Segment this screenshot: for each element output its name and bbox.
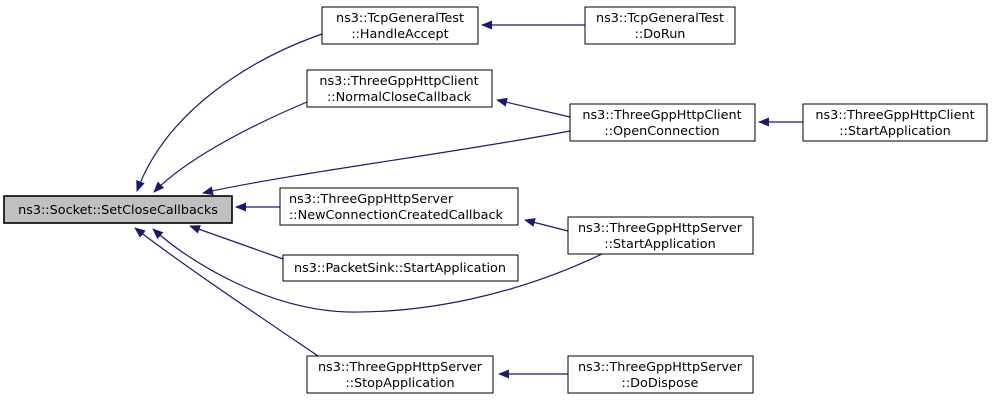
- node-label: ::DoRun: [635, 27, 686, 42]
- node-label: ::StartApplication: [839, 124, 950, 139]
- node-box[interactable]: [282, 254, 519, 282]
- node-label: ns3::ThreeGppHttpClient: [582, 108, 741, 123]
- node-label: ns3::ThreeGppHttpClient: [319, 74, 478, 89]
- node-box[interactable]: [802, 103, 988, 142]
- node-stop-application[interactable]: ns3::ThreeGppHttpServer ::StopApplicatio…: [306, 355, 494, 394]
- node-label: ns3::ThreeGppHttpServer: [289, 192, 454, 207]
- node-box[interactable]: [584, 6, 736, 45]
- node-client-start-application[interactable]: ns3::ThreeGppHttpClient ::StartApplicati…: [802, 103, 988, 142]
- edge-open-connection-to-normal-close-callback: [496, 97, 571, 118]
- edge-stop-application-to-set-close-callbacks: [134, 227, 319, 357]
- node-box[interactable]: [567, 216, 754, 255]
- edge-handle-accept-to-set-close-callbacks: [136, 33, 323, 192]
- node-label: ::NormalCloseCallback: [327, 90, 472, 105]
- node-box[interactable]: [279, 187, 519, 226]
- node-new-connection-created-callback[interactable]: ns3::ThreeGppHttpServer ::NewConnectionC…: [279, 187, 519, 226]
- node-label: ::StopApplication: [345, 376, 454, 391]
- node-label: ns3::PacketSink::StartApplication: [294, 261, 506, 276]
- node-label: ::NewConnectionCreatedCallback: [289, 208, 503, 223]
- node-label: ns3::ThreeGppHttpServer: [318, 360, 483, 375]
- node-do-run[interactable]: ns3::TcpGeneralTest ::DoRun: [584, 6, 736, 45]
- node-label: ::DoDispose: [622, 376, 699, 391]
- node-open-connection[interactable]: ns3::ThreeGppHttpClient ::OpenConnection: [569, 103, 756, 142]
- node-box: [3, 195, 233, 224]
- node-box[interactable]: [569, 103, 756, 142]
- node-label: ns3::ThreeGppHttpServer: [578, 360, 743, 375]
- edge-packet-sink-start-application-to-set-close-callbacks: [189, 225, 284, 260]
- edge-server-start-application-to-new-connection-created-callback: [524, 218, 569, 232]
- node-label: ::StartApplication: [604, 237, 715, 252]
- node-label: ns3::TcpGeneralTest: [336, 11, 464, 26]
- node-label: ns3::ThreeGppHttpServer: [578, 221, 743, 236]
- node-label: ns3::TcpGeneralTest: [596, 11, 724, 26]
- node-handle-accept[interactable]: ns3::TcpGeneralTest ::HandleAccept: [321, 6, 479, 45]
- node-do-dispose[interactable]: ns3::ThreeGppHttpServer ::DoDispose: [567, 355, 754, 394]
- node-label: ns3::Socket::SetCloseCallbacks: [18, 203, 218, 218]
- edge-open-connection-to-set-close-callbacks: [202, 130, 571, 196]
- node-normal-close-callback[interactable]: ns3::ThreeGppHttpClient ::NormalCloseCal…: [306, 69, 493, 108]
- node-server-start-application[interactable]: ns3::ThreeGppHttpServer ::StartApplicati…: [567, 216, 754, 255]
- node-label: ns3::ThreeGppHttpClient: [815, 108, 974, 123]
- node-box[interactable]: [306, 355, 494, 394]
- node-box[interactable]: [321, 6, 479, 45]
- node-packet-sink-start-application[interactable]: ns3::PacketSink::StartApplication: [282, 254, 519, 282]
- node-label: ::OpenConnection: [604, 124, 719, 139]
- edge-server-start-application-to-set-close-callbacks: [152, 228, 605, 313]
- node-box[interactable]: [306, 69, 493, 108]
- node-set-close-callbacks: ns3::Socket::SetCloseCallbacks: [3, 195, 233, 224]
- edge-normal-close-callback-to-set-close-callbacks: [153, 101, 308, 193]
- node-label: ::HandleAccept: [351, 27, 448, 42]
- node-box[interactable]: [567, 355, 754, 394]
